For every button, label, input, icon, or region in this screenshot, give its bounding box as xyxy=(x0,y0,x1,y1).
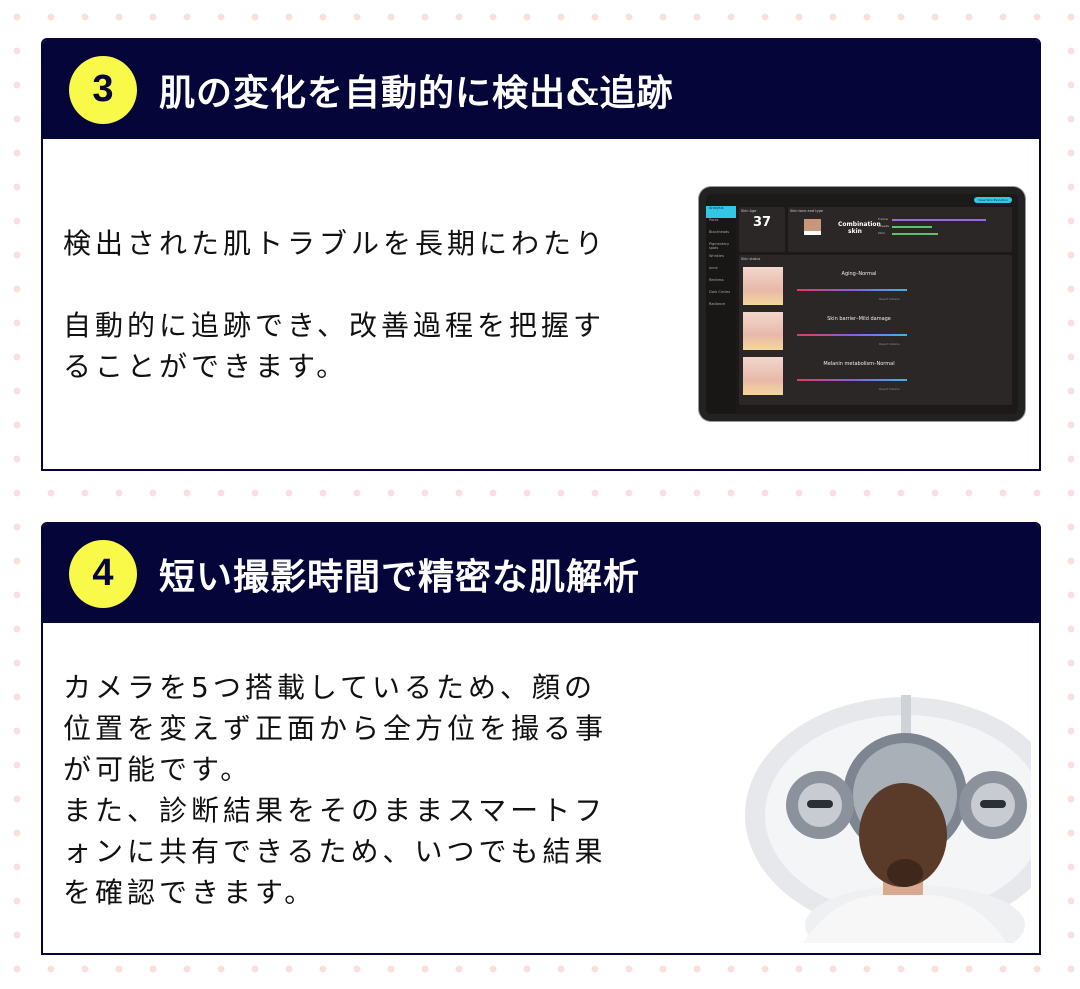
sidebar-item: Radiance xyxy=(709,302,726,306)
sidebar-item: Redness xyxy=(709,278,724,282)
skin-tone-label: Skin tone and type xyxy=(790,209,824,213)
tablet-screenshot: View Skin Evolution Analysis Pores Black… xyxy=(699,187,1025,421)
sidebar-item: Pores xyxy=(709,218,719,222)
result-details-link: Result Details xyxy=(879,342,900,346)
section-card-4: 4 短い撮影時間で精密な肌解析 カメラを5つ搭載しているため、顔の 位置を変えず… xyxy=(41,522,1041,955)
sidebar-item: Blackheads xyxy=(709,230,730,234)
section-title: 短い撮影時間で精密な肌解析 xyxy=(159,555,641,598)
view-skin-evolution-button: View Skin Evolution xyxy=(974,197,1012,203)
status-row-title: Aging–Normal xyxy=(841,271,877,277)
sidebar-item: Wrinkles xyxy=(709,254,724,258)
skin-status-panel: Skin status Aging–Normal Skin barrier–Mi… xyxy=(739,255,1012,405)
sidebar-item: Analysis xyxy=(706,206,736,218)
section-title: 肌の変化を自動的に検出&追跡 xyxy=(159,71,674,114)
section-card-3: 3 肌の変化を自動的に検出&追跡 検出された肌トラブルを長期にわたり 自動的に追… xyxy=(41,38,1041,471)
section-header: 4 短い撮影時間で精密な肌解析 xyxy=(43,524,1039,623)
result-details-link: Result Details xyxy=(879,387,900,391)
section-description: カメラを5つ搭載しているため、顔の 位置を変えず正面から全方位を撮る事 が可能で… xyxy=(63,671,608,909)
section-header: 3 肌の変化を自動的に検出&追跡 xyxy=(43,40,1039,139)
skin-type: Combination skin xyxy=(838,221,881,235)
skin-age-label: Skin Age xyxy=(741,209,757,213)
sidebar-item: Dark Circles xyxy=(709,290,731,294)
result-details-link: Result Details xyxy=(879,297,900,301)
section-number-badge: 4 xyxy=(69,539,137,608)
sidebar-item: Acne xyxy=(709,266,718,270)
section-description: 検出された肌トラブルを長期にわたり 自動的に追跡でき、改善過程を把握す ることが… xyxy=(63,227,608,383)
section-number-badge: 3 xyxy=(69,55,137,124)
skin-tone-swatch xyxy=(804,219,821,235)
status-row-title: Melanin metabolism–Normal xyxy=(823,361,895,367)
skin-tone-panel: Skin tone and type Combination skin T-zo… xyxy=(788,207,1012,252)
skin-analyzer-photo xyxy=(715,695,1031,943)
sidebar-item: Pigmentary spots xyxy=(709,242,730,250)
status-row-title: Skin barrier–Mild damage xyxy=(827,316,891,322)
skin-status-label: Skin status xyxy=(741,257,761,261)
skin-age-value: 37 xyxy=(752,215,772,230)
app-sidebar: Analysis Pores Blackheads Pigmentary spo… xyxy=(706,206,736,414)
skin-age-panel: Skin Age 37 xyxy=(739,207,785,252)
